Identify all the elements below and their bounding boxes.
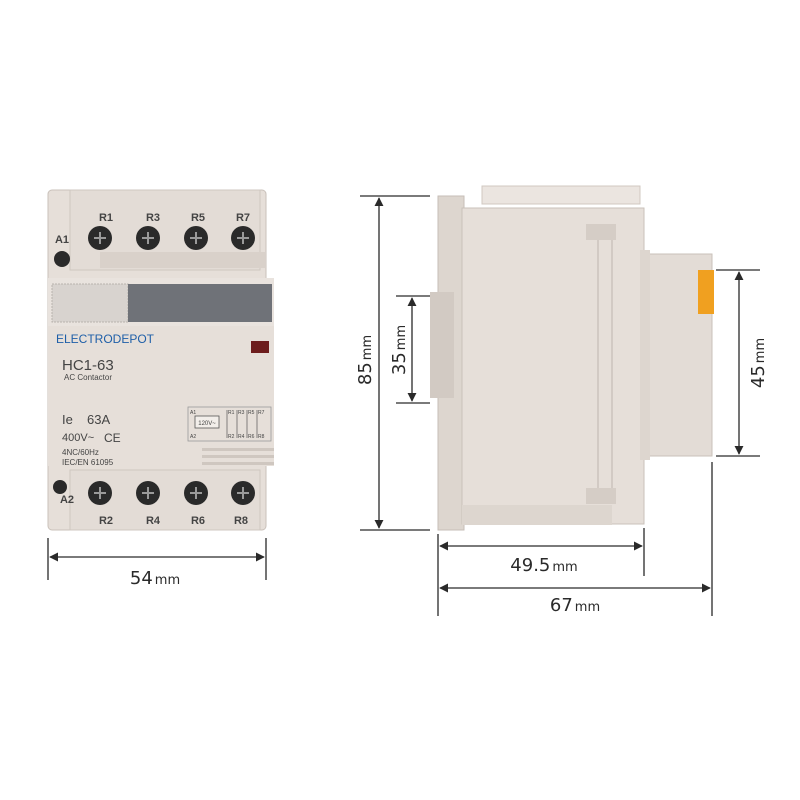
voltage-rating: 400V~ — [62, 432, 94, 444]
diagram-r3: R3 — [238, 410, 245, 416]
dim-width-unit: mm — [155, 573, 180, 588]
diagram-a1: A1 — [190, 410, 196, 416]
diagram-r7: R7 — [258, 410, 265, 416]
model-name: HC1-63 — [62, 357, 114, 374]
diagram-r4: R4 — [238, 434, 245, 440]
terminal-label-r1: R1 — [99, 212, 113, 224]
orange-tab — [698, 270, 714, 314]
side-bottom-step — [462, 505, 612, 525]
model-subtitle: AC Contactor — [64, 373, 112, 382]
dim-depth-total-unit: mm — [575, 600, 600, 615]
coil-voltage: 120V~ — [198, 421, 216, 427]
top-terminal-ledge — [100, 252, 265, 268]
terminal-label-r4: R4 — [146, 515, 161, 527]
dim-window-unit: mm — [394, 325, 409, 350]
dim-height-label: 85mm — [355, 335, 376, 385]
side-top-cap — [481, 185, 641, 205]
bottom-screws — [53, 480, 255, 505]
diagram-r5: R5 — [248, 410, 255, 416]
terminal-label-r3: R3 — [146, 212, 160, 224]
dim-height-value: 85 — [355, 362, 376, 385]
status-indicator — [251, 341, 269, 353]
dimension-lines — [47, 195, 760, 616]
dim-window-value: 35 — [389, 352, 410, 375]
terminal-label-r2: R2 — [99, 515, 113, 527]
din-clip — [430, 292, 454, 398]
diagram-r2: R2 — [228, 434, 235, 440]
terminal-label-r7: R7 — [236, 212, 250, 224]
dim-window-label: 35mm — [389, 325, 410, 375]
diagram-r6: R6 — [248, 434, 255, 440]
front-face — [48, 326, 274, 466]
label-window — [128, 284, 272, 322]
coil-top-label: A1 — [55, 234, 69, 246]
diagram-r8: R8 — [258, 434, 265, 440]
terminal-label-r5: R5 — [191, 212, 205, 224]
dim-depth-base-unit: mm — [552, 560, 577, 575]
screw-icon — [53, 480, 67, 494]
dim-module-label: 45mm — [748, 338, 769, 388]
diagram-r1: R1 — [228, 410, 235, 416]
ce-mark: CE — [104, 431, 121, 445]
brand-logo: ELECTRODEPOT — [56, 332, 155, 346]
terminal-label-r6: R6 — [191, 515, 205, 527]
projection-step — [640, 250, 650, 460]
lower-latch — [586, 488, 616, 504]
current-value: 63A — [87, 412, 110, 427]
terminal-label-r8: R8 — [234, 515, 248, 527]
vent-slots — [202, 448, 274, 465]
dim-module-value: 45 — [748, 365, 769, 388]
side-body — [461, 207, 645, 525]
coil-symbol — [194, 415, 220, 429]
contact-config: 4NC/60Hz — [62, 448, 99, 457]
upper-latch — [586, 224, 616, 240]
dim-depth-base-value: 49.5 — [510, 555, 550, 576]
current-label: Ie — [62, 412, 73, 427]
standard-label: IEC/EN 61095 — [62, 458, 114, 467]
wiring-diagram: 120V~ A1 A2 R1 R3 R5 R7 R2 R4 R6 R8 — [187, 406, 272, 442]
dim-module-unit: mm — [753, 338, 768, 363]
top-screws — [54, 226, 255, 267]
dim-height-unit: mm — [360, 335, 375, 360]
label-grid-area — [51, 283, 129, 323]
side-view — [430, 185, 714, 531]
screw-icon — [54, 251, 70, 267]
dim-depth-total-value: 67 — [550, 595, 573, 616]
dim-width-value: 54 — [130, 568, 153, 589]
front-view: A1 A2 R1 R3 R5 R7 R2 R4 R6 R8 ELECTRODEP… — [47, 189, 274, 531]
diagram-a2: A2 — [190, 434, 196, 440]
coil-bottom-label: A2 — [60, 494, 74, 506]
